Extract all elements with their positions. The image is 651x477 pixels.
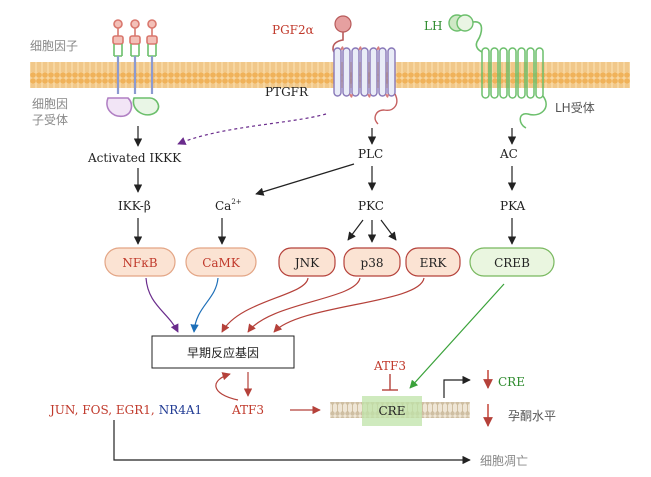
svg-text:ERK: ERK <box>420 256 448 270</box>
atf3-left-label: ATF3 <box>231 403 264 417</box>
pgf2a-label: PGF2α <box>272 23 314 37</box>
cre-output-label: CRE <box>498 375 525 389</box>
pkc-label: PKC <box>358 199 384 213</box>
activated-ikkk-label: Activated IKKK <box>87 151 182 165</box>
ac-label: AC <box>499 147 518 161</box>
node-camk: CaMK <box>185 247 257 277</box>
svg-text:NFκB: NFκB <box>122 256 157 270</box>
cytokine-label: 细胞因子 <box>30 39 78 53</box>
cytokine-receptor-label-1: 细胞因 <box>32 97 68 111</box>
ca-label: Ca2+ <box>215 198 242 213</box>
lh-label: LH <box>424 19 442 33</box>
node-creb: CREB <box>469 247 555 277</box>
arrow-creb-to-cre <box>409 283 505 389</box>
cell-membrane <box>30 62 630 88</box>
lh-receptor-label: LH受体 <box>555 101 595 115</box>
arrow-camk-to-genes <box>190 277 219 333</box>
black-arrows <box>133 126 517 245</box>
cre-site-highlight <box>362 396 422 426</box>
svg-text:p38: p38 <box>361 256 384 270</box>
lh-receptor <box>448 14 547 129</box>
node-erk: ERK <box>405 247 461 277</box>
transcription-start-arrow <box>443 375 471 398</box>
arrow-nfkb-to-genes <box>145 277 179 333</box>
atf3-feedback-arrow <box>215 372 239 401</box>
ptgfr-receptor <box>332 15 398 125</box>
pka-label: PKA <box>500 199 526 213</box>
plc-label: PLC <box>358 147 383 161</box>
svg-text:早期反应基因: 早期反应基因 <box>187 345 259 360</box>
gene-list: JUN, FOS, EGR1,NR4A1 <box>48 403 202 417</box>
early-response-genes-box: 早期反应基因 <box>151 335 295 369</box>
red-arrows-to-genes <box>221 277 425 333</box>
node-jnk: JNK <box>278 247 336 277</box>
dashed-purple-arrow <box>177 113 327 145</box>
node-nfkb: NFκB <box>104 247 176 277</box>
node-p38: p38 <box>343 247 401 277</box>
svg-text:CREB: CREB <box>494 256 530 270</box>
progesterone-label: 孕酮水平 <box>508 409 556 423</box>
apoptosis-arrow <box>113 420 471 465</box>
cytokine-receptor-label-2: 子受体 <box>32 113 68 127</box>
svg-text:CaMK: CaMK <box>202 256 241 270</box>
atf3-inhibition-bar <box>382 374 398 391</box>
atf3-inhibitor-label: ATF3 <box>373 359 406 373</box>
cytokine-receptor <box>106 19 160 118</box>
ikk-beta-label: IKK-β <box>118 199 151 213</box>
cre-dna-label: CRE <box>379 404 406 418</box>
apoptosis-label: 细胞凋亡 <box>480 454 528 468</box>
svg-text:JNK: JNK <box>293 256 320 270</box>
ptgfr-label: PTGFR <box>265 85 309 99</box>
